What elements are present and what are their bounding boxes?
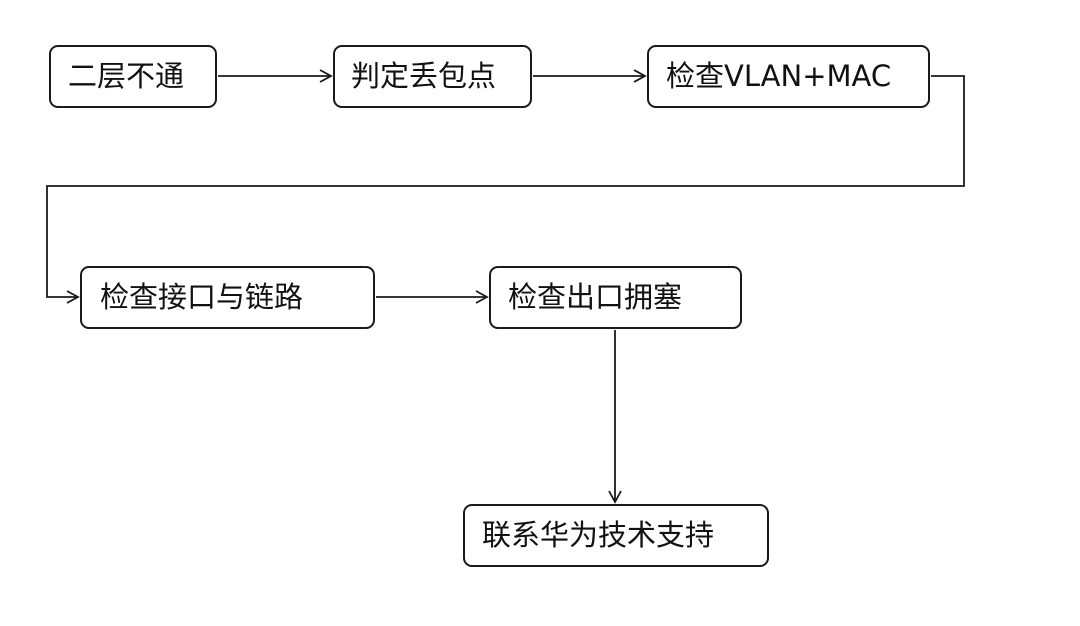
step-layer2-unreachable: 二层不通 <box>49 45 217 108</box>
step-label: 判定丢包点 <box>351 59 497 93</box>
step-label: 检查出口拥塞 <box>508 280 683 314</box>
step-check-interface-link: 检查接口与链路 <box>80 266 375 329</box>
step-label: 二层不通 <box>68 59 185 93</box>
step-label: 联系华为技术支持 <box>482 518 715 552</box>
step-check-egress-congestion: 检查出口拥塞 <box>489 266 742 329</box>
connector-n3-to-n4 <box>46 75 965 304</box>
step-label: 检查接口与链路 <box>100 280 304 314</box>
step-locate-packet-loss: 判定丢包点 <box>333 45 532 108</box>
step-contact-huawei-support: 联系华为技术支持 <box>463 504 769 567</box>
step-label: 检查VLAN+MAC <box>666 59 892 93</box>
step-check-vlan-mac: 检查VLAN+MAC <box>647 45 930 108</box>
